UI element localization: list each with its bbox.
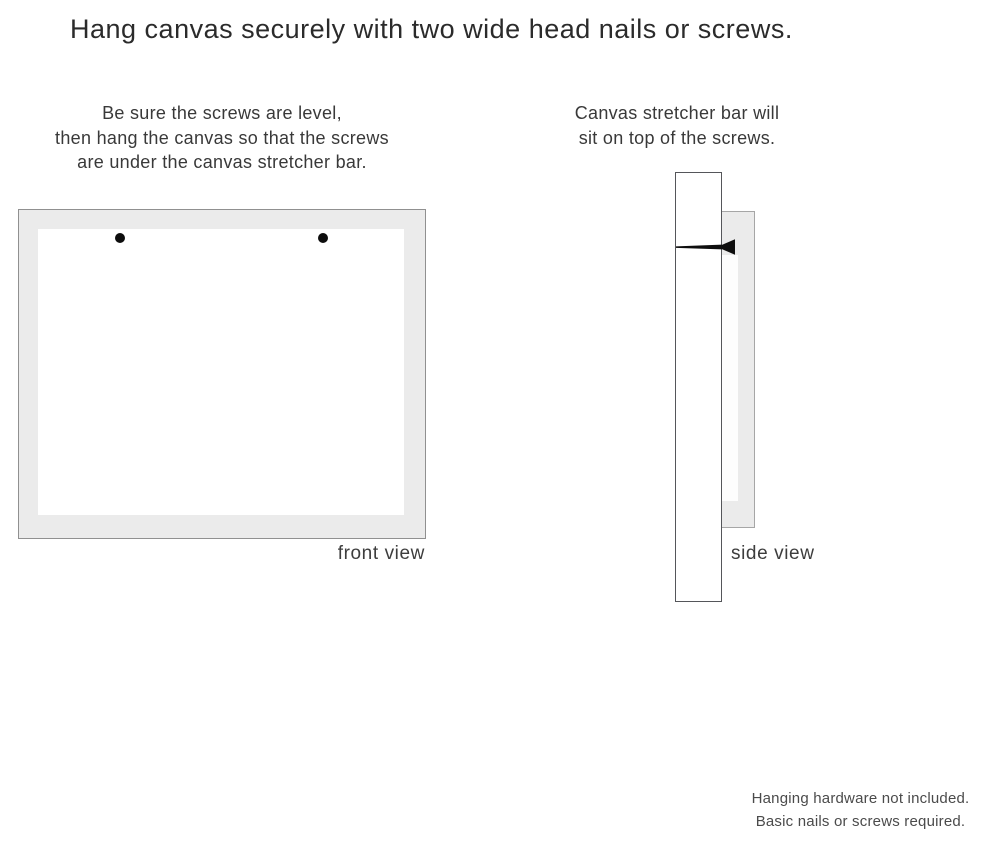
side-view-label: side view	[731, 543, 815, 564]
front-view-label: front view	[337, 543, 425, 564]
hardware-note-line: Hanging hardware not included.	[751, 790, 970, 807]
front-view-canvas-frame	[18, 209, 426, 539]
nail-icon	[676, 239, 735, 255]
screw-head-left-icon	[115, 233, 125, 243]
instruction-line: Be sure the screws are level,	[102, 103, 342, 123]
front-view-instructions: Be sure the screws are level, then hang …	[18, 101, 426, 175]
instruction-line: sit on top of the screws.	[578, 127, 776, 148]
side-view-wall-board	[675, 172, 722, 602]
side-view-canvas-gap	[722, 255, 738, 501]
instruction-line: then hang the canvas so that the screws	[55, 127, 389, 148]
instruction-line: Canvas stretcher bar will	[574, 103, 780, 123]
instruction-line: are under the canvas stretcher bar.	[77, 152, 367, 172]
side-view-instructions: Canvas stretcher bar will sit on top of …	[541, 101, 813, 150]
page-title: Hang canvas securely with two wide head …	[70, 14, 793, 44]
front-view-canvas-face	[38, 229, 404, 515]
screw-head-right-icon	[318, 233, 328, 243]
hardware-note: Hanging hardware not included. Basic nai…	[738, 788, 983, 833]
hardware-note-line: Basic nails or screws required.	[755, 812, 966, 830]
